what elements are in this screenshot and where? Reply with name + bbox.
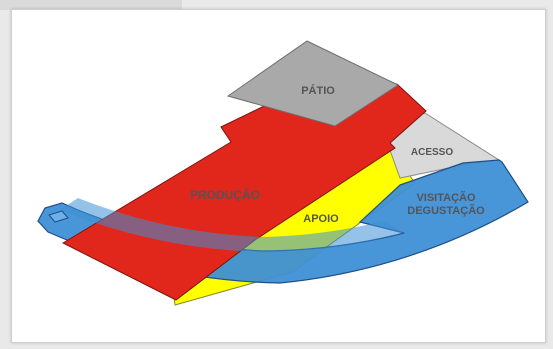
corridor-overlay	[60, 198, 404, 252]
corridor-end-marker	[48, 210, 69, 223]
apoio-label: APOIO	[303, 213, 339, 225]
producao-label: PRODUÇÃO	[190, 187, 260, 202]
top-tab-strip	[0, 0, 182, 10]
acesso-label: ACESSO	[411, 147, 453, 158]
patio-zone	[226, 40, 400, 127]
visitacao-label-line2: DEGUSTAÇÃO	[407, 204, 485, 217]
patio-label: PÁTIO	[301, 84, 335, 97]
visitacao-label-line1: VISITAÇÃO	[416, 191, 476, 204]
